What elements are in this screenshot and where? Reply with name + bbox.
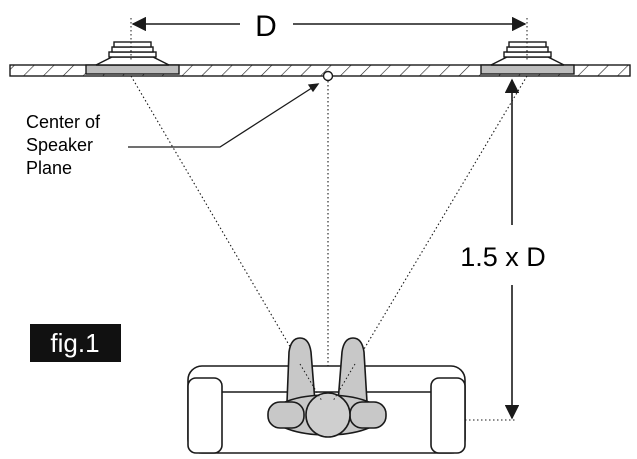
- figure-tag-text: fig.1: [50, 328, 99, 358]
- listener-figure: [267, 337, 387, 438]
- center-label-line1: Center of: [26, 112, 101, 132]
- listener-distance-label: 1.5 x D: [460, 242, 546, 272]
- figure-tag: fig.1: [30, 324, 121, 362]
- center-label-line3: Plane: [26, 158, 72, 178]
- speaker-left: [85, 41, 180, 75]
- center-label-line2: Speaker: [26, 135, 93, 155]
- distance-d-label: D: [255, 10, 277, 43]
- center-leader-line: [128, 83, 320, 148]
- center-point: [322, 70, 334, 82]
- wall-plane: [9, 64, 631, 77]
